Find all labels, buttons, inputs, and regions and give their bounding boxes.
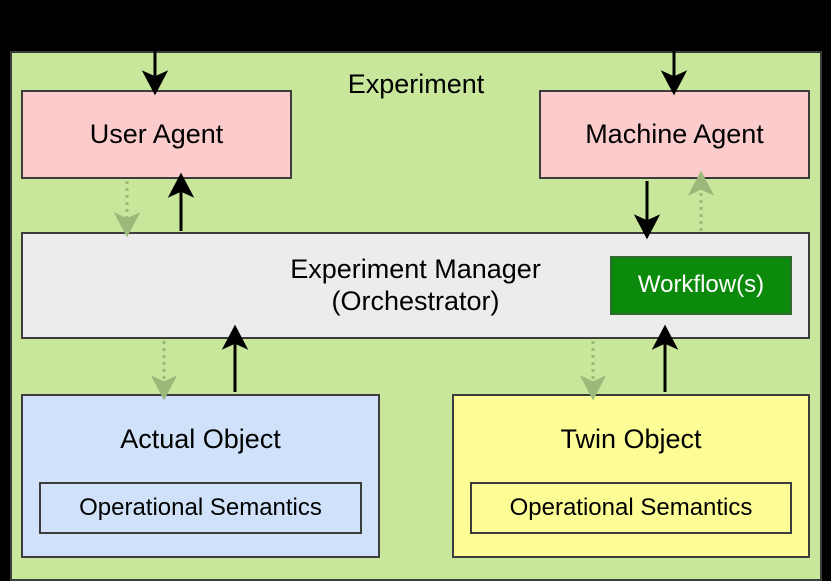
actual-object-operational-semantics-box[interactable]: Operational Semantics: [39, 482, 362, 534]
actual-object-box[interactable]: Actual Object Operational Semantics: [21, 394, 380, 558]
twin-object-box[interactable]: Twin Object Operational Semantics: [452, 394, 810, 558]
experiment-manager-label-line1: Experiment Manager: [290, 253, 541, 284]
twin-object-label: Twin Object: [560, 424, 702, 454]
user-agent-box[interactable]: User Agent: [21, 90, 292, 179]
twin-object-operational-semantics-box[interactable]: Operational Semantics: [470, 482, 792, 534]
actual-object-operational-semantics-label: Operational Semantics: [79, 493, 322, 521]
machine-agent-label: Machine Agent: [585, 118, 764, 149]
user-agent-label: User Agent: [89, 118, 224, 149]
workflow-box[interactable]: Workflow(s): [610, 256, 792, 315]
workflow-label: Workflow(s): [637, 271, 765, 299]
actual-object-label: Actual Object: [120, 424, 281, 454]
twin-object-operational-semantics-label: Operational Semantics: [509, 493, 753, 521]
machine-agent-box[interactable]: Machine Agent: [539, 90, 810, 179]
experiment-manager-label-line2: (Orchestrator): [331, 285, 500, 316]
experiment-title: Experiment: [347, 69, 485, 99]
